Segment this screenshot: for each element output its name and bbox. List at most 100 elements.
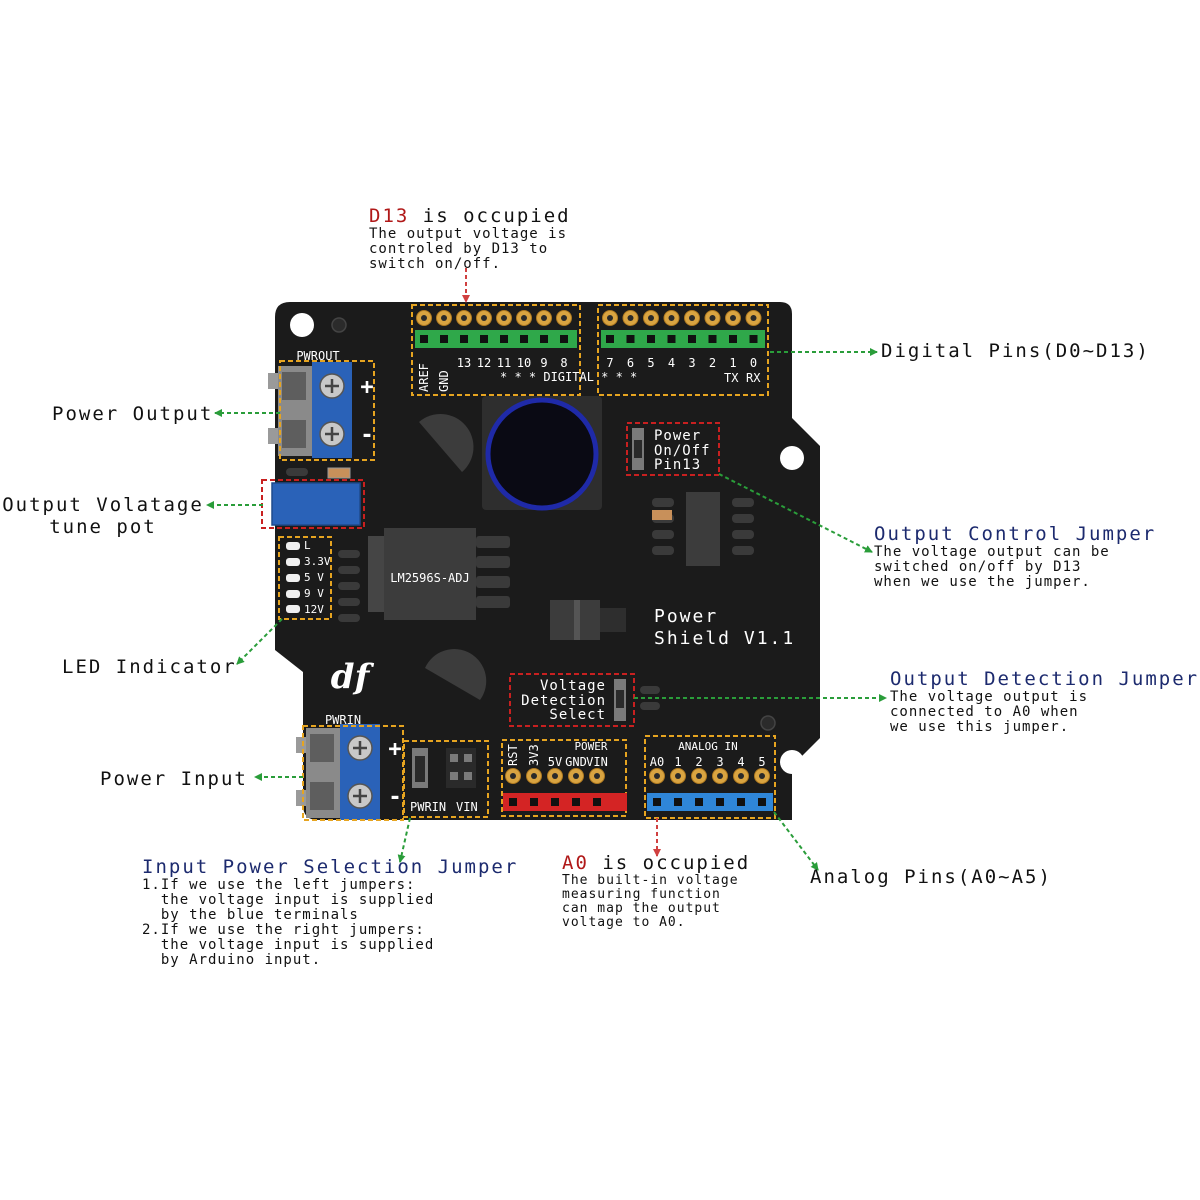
rx-label: RX: [746, 371, 761, 385]
output-detection-line-3: we use this jumper.: [890, 719, 1070, 735]
digital-left-label-0: AREF: [417, 363, 431, 392]
digital-right-hole-center-7: [750, 315, 757, 321]
smd-resistor-top: [327, 467, 351, 479]
tune-pot-callout: Output Volatage tune pot: [0, 494, 206, 538]
board-outline: [275, 302, 820, 820]
pwrout-terminal: [268, 360, 375, 461]
tune-pot-line-2: tune pot: [49, 516, 157, 538]
digital-header-left: [411, 304, 581, 396]
pwrin-plus: +: [388, 737, 401, 762]
digital-left-socket-1: [440, 335, 448, 343]
digital-right-label-3: 4: [668, 356, 675, 370]
tune-pot-line-1: Output Volatage: [2, 494, 204, 516]
tune-pot: [271, 482, 361, 526]
power-label-3: GND: [565, 755, 587, 769]
pwrin-label: PWRIN: [325, 713, 361, 727]
digital-right-socket-4: [688, 335, 696, 343]
pwrout-minus: -: [360, 423, 373, 448]
digital-right-socket-3: [667, 335, 676, 343]
inductor: [485, 397, 599, 511]
power-header-outline: [501, 739, 627, 817]
diode-pad: [600, 608, 626, 632]
callout-arrows: [206, 268, 887, 871]
digital-left-hole-center-7: [561, 315, 567, 321]
d13-line-1: The output voltage is: [369, 226, 568, 242]
digital-left-socket-5: [520, 335, 528, 343]
analog-header-pins: [649, 768, 770, 806]
analog-label-3: 3: [716, 755, 723, 769]
output-detection-callout: Output Detection Jumper The voltage outp…: [890, 668, 1199, 735]
a0-line-4: voltage to A0.: [562, 915, 686, 930]
power-socket-4: [593, 798, 601, 806]
analog-header-outline: [644, 735, 776, 819]
cap-upper-left: [419, 414, 474, 472]
input-selection-line-2: the voltage input is supplied: [142, 892, 435, 908]
analog-hole-center-1: [675, 773, 681, 779]
a0-line-1: The built-in voltage: [562, 873, 739, 888]
digital-right-hole-center-5: [709, 315, 716, 321]
cap-lower-left: [425, 649, 487, 700]
shield-title-line2: Shield V1.1: [654, 628, 795, 649]
power-input-label: Power Input: [100, 768, 248, 790]
voltage-detect-jumper-cap: [616, 690, 624, 708]
jumper-label-vin: VIN: [456, 800, 478, 814]
analog-hole-center-0: [654, 773, 660, 779]
led-indicator-group: [278, 536, 360, 622]
a0-title-rest: is occupied: [588, 852, 751, 874]
d13-title-highlight: D13: [369, 205, 410, 227]
digital-left-socket-7: [560, 335, 568, 343]
analog-socket-1: [674, 798, 682, 806]
analog-hole-center-2: [696, 773, 702, 779]
output-detection-line-2: connected to A0 when: [890, 704, 1079, 720]
power-label-2: 5V: [548, 755, 562, 769]
a0-line-3: can map the output: [562, 901, 721, 916]
digital-right-socket-2: [647, 335, 655, 343]
output-detection-title: Output Detection Jumper: [890, 668, 1200, 690]
analog-label-2: 2: [695, 755, 702, 769]
a0-title-highlight: A0: [562, 852, 589, 874]
power-hole-center-0: [510, 773, 516, 779]
mount-hole-top-left: [290, 313, 314, 337]
voltage-detect-line3: Select: [549, 707, 606, 723]
digital-left-label-3: 12: [477, 356, 491, 370]
digital-right-socket-1: [626, 335, 635, 343]
digital-left-socket-0: [420, 335, 428, 343]
digital-right-hole-center-4: [689, 315, 695, 321]
analog-label-5: 5: [758, 755, 765, 769]
voltage-detect-line1: Voltage: [540, 678, 606, 694]
digital-right-socket-0: [606, 335, 614, 343]
analog-label-0: A0: [650, 755, 664, 769]
digital-left-label-4: 11: [497, 356, 511, 370]
led-label-9v: 9 V: [304, 587, 324, 600]
analog-hole-center-5: [759, 773, 765, 779]
digital-right-label-5: 2: [709, 356, 716, 370]
output-control-line-3: when we use the jumper.: [874, 574, 1091, 590]
digital-left-socket-3: [480, 335, 488, 343]
analog-header-title: ANALOG IN: [678, 740, 738, 753]
digital-left-hole-center-0: [421, 315, 427, 321]
led-label-12v: 12V: [304, 603, 324, 616]
analog-pins-label: Analog Pins(A0~A5): [810, 866, 1052, 888]
digital-right-socket-7: [749, 335, 758, 343]
power-socket-3: [572, 798, 580, 806]
digital-left-label-6: 9: [540, 356, 547, 370]
digital-left-label-5: 10: [517, 356, 531, 370]
power-header-bar: [503, 793, 627, 811]
digital-right-hole-center-0: [607, 315, 613, 321]
digital-left-hole-center-2: [461, 315, 467, 321]
power-header-title: POWER: [574, 740, 607, 753]
a0-callout: A0 is occupied The built-in voltage meas…: [562, 852, 750, 930]
d13-title-rest: is occupied: [409, 205, 571, 227]
digital-right-hole-center-2: [648, 315, 654, 321]
digital-stars-label: * * * DIGITAL * * *: [500, 370, 637, 384]
input-selection-line-4: 2.If we use the right jumpers:: [142, 922, 425, 938]
input-selection-line-5: the voltage input is supplied: [142, 937, 435, 953]
digital-right-label-1: 6: [627, 356, 634, 370]
led-indicator-label: LED Indicator: [62, 656, 237, 678]
power-socket-2: [551, 798, 559, 806]
output-control-line-2: switched on/off by D13: [874, 559, 1082, 575]
diode-stripe: [574, 600, 580, 640]
